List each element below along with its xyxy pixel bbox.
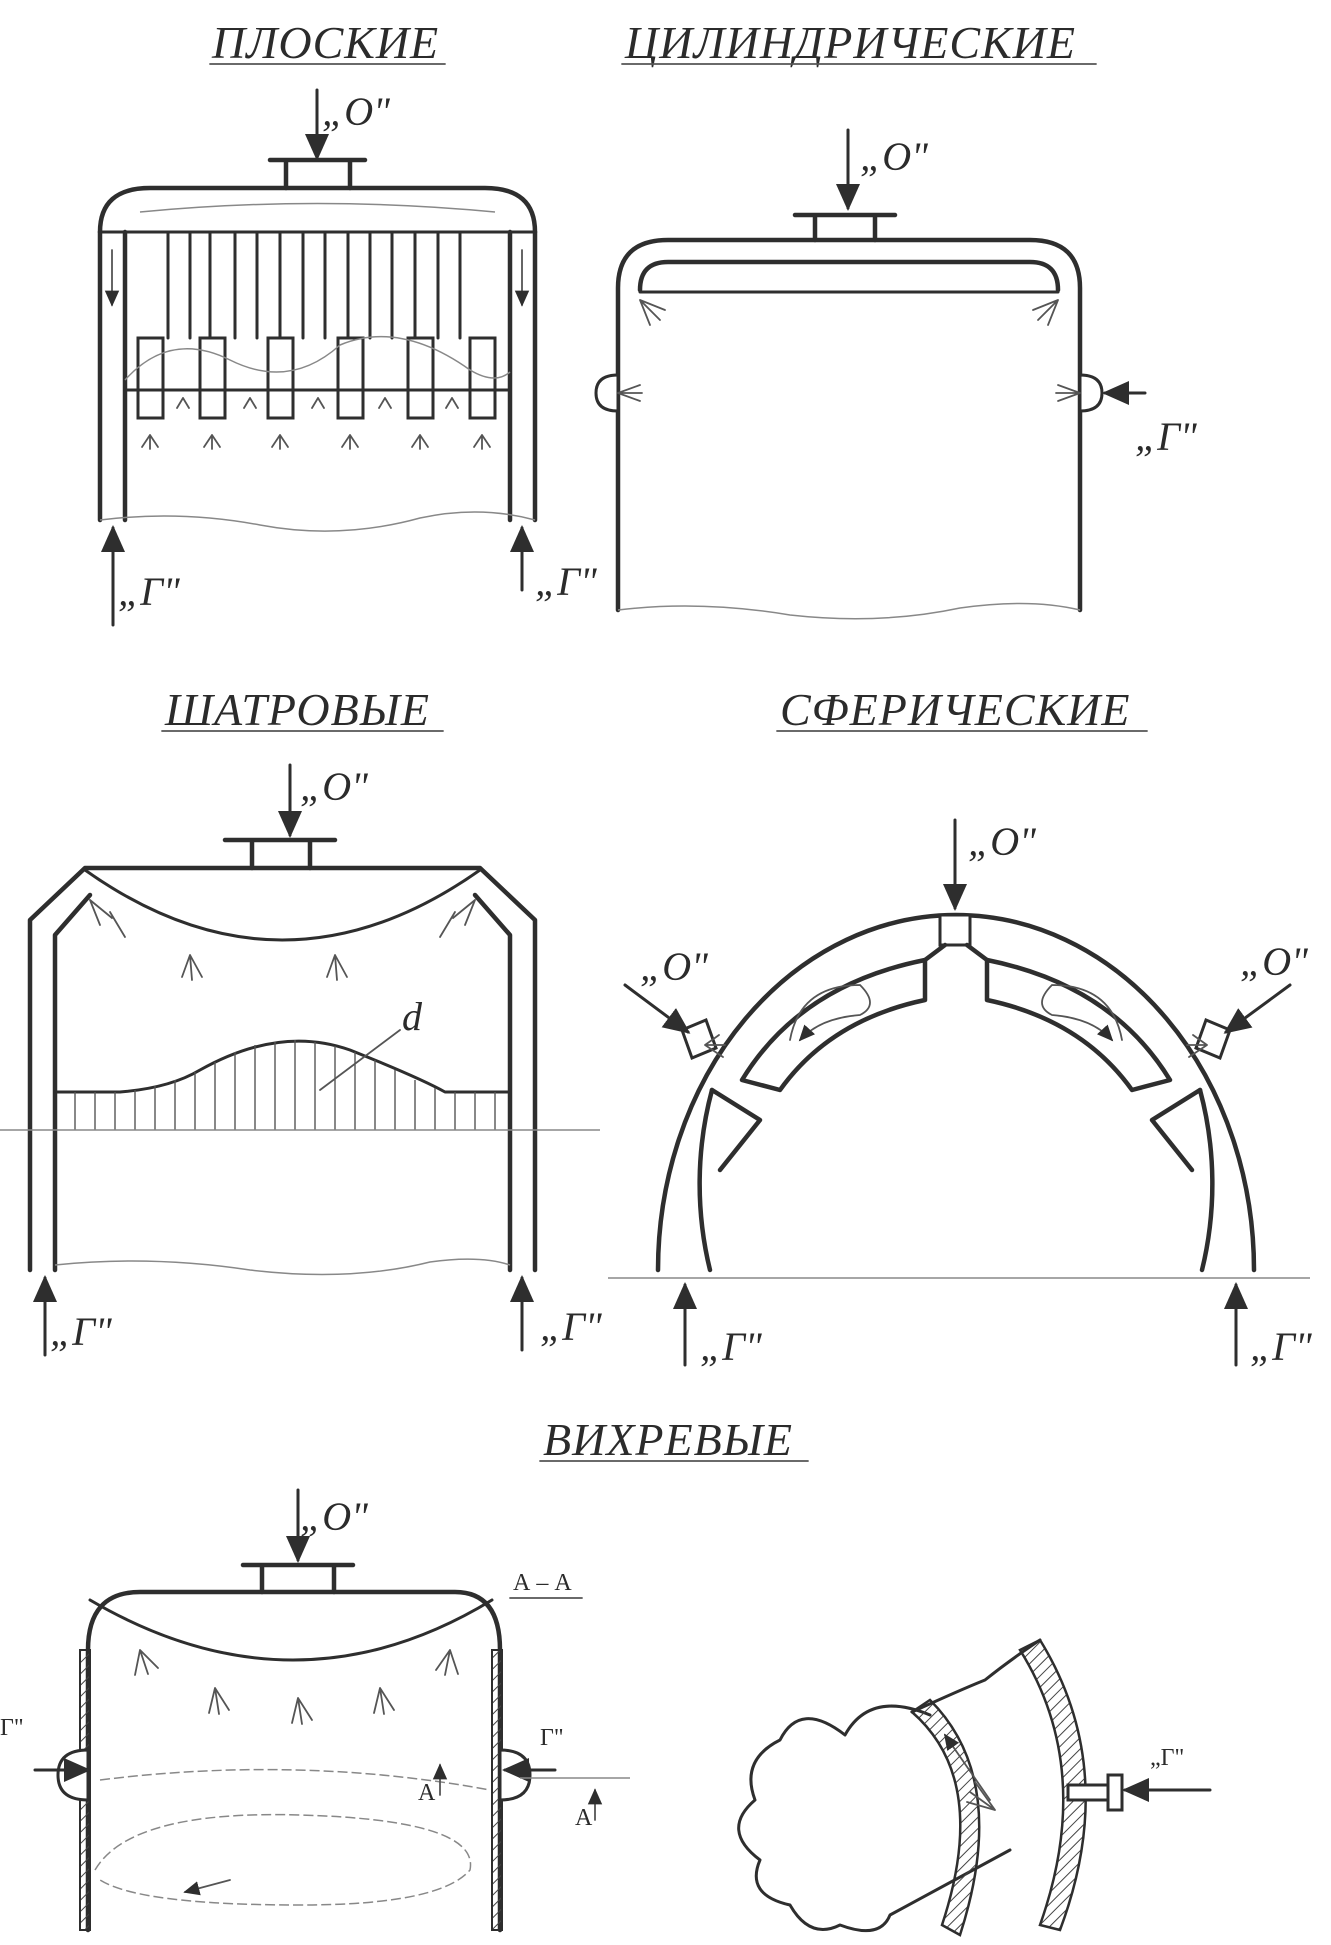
label-a-left: А [418, 1780, 436, 1806]
title-flat: ПЛОСКИЕ [211, 17, 439, 68]
vortex-section-drawing: „Г" [737, 1638, 1212, 1937]
label-fuel-sph-left: „Г" [700, 1324, 762, 1369]
label-oxidizer-tent: „О" [300, 764, 368, 809]
cylindrical-injector-drawing: „О" „Г" [594, 128, 1197, 620]
label-fuel-vortex-left: Г" [0, 1715, 24, 1741]
label-oxidizer-sph-top: „О" [968, 819, 1036, 864]
label-oxidizer-flat: „О" [322, 89, 390, 134]
title-cylindrical: ЦИЛИНДРИЧЕСКИЕ [624, 17, 1076, 68]
label-fuel-flat-left: „Г" [118, 569, 180, 614]
flat-injector-drawing: „О" [97, 88, 597, 627]
title-spherical: СФЕРИЧЕСКИЕ [780, 684, 1130, 735]
label-section-aa: А – А [513, 1570, 572, 1596]
label-oxidizer-cyl: „О" [860, 134, 928, 179]
label-fuel-section: „Г" [1150, 1745, 1184, 1771]
spherical-injector-drawing: „О" „О" „О" „Г" „Г" [608, 818, 1312, 1369]
tent-injector-drawing: „О" d [0, 763, 602, 1357]
title-vortex: ВИХРЕВЫЕ [543, 1414, 793, 1465]
label-fuel-flat-right: „Г" [535, 559, 597, 604]
label-fuel-tent-left: „Г" [50, 1309, 112, 1354]
label-fuel-tent-right: „Г" [540, 1304, 602, 1349]
label-oxidizer-sph-left: „О" [640, 944, 708, 989]
label-d: d [402, 994, 423, 1039]
label-oxidizer-vortex: „О" [300, 1494, 368, 1539]
vortex-injector-drawing: „О" Г" Г" А – А А А [0, 1488, 630, 1933]
title-tent: ШАТРОВЫЕ [164, 684, 430, 735]
label-fuel-sph-right: „Г" [1250, 1324, 1312, 1369]
label-oxidizer-sph-right: „О" [1240, 939, 1308, 984]
label-a-right: А [575, 1805, 593, 1831]
label-fuel-vortex-right: Г" [540, 1725, 564, 1751]
label-fuel-cyl: „Г" [1135, 414, 1197, 459]
